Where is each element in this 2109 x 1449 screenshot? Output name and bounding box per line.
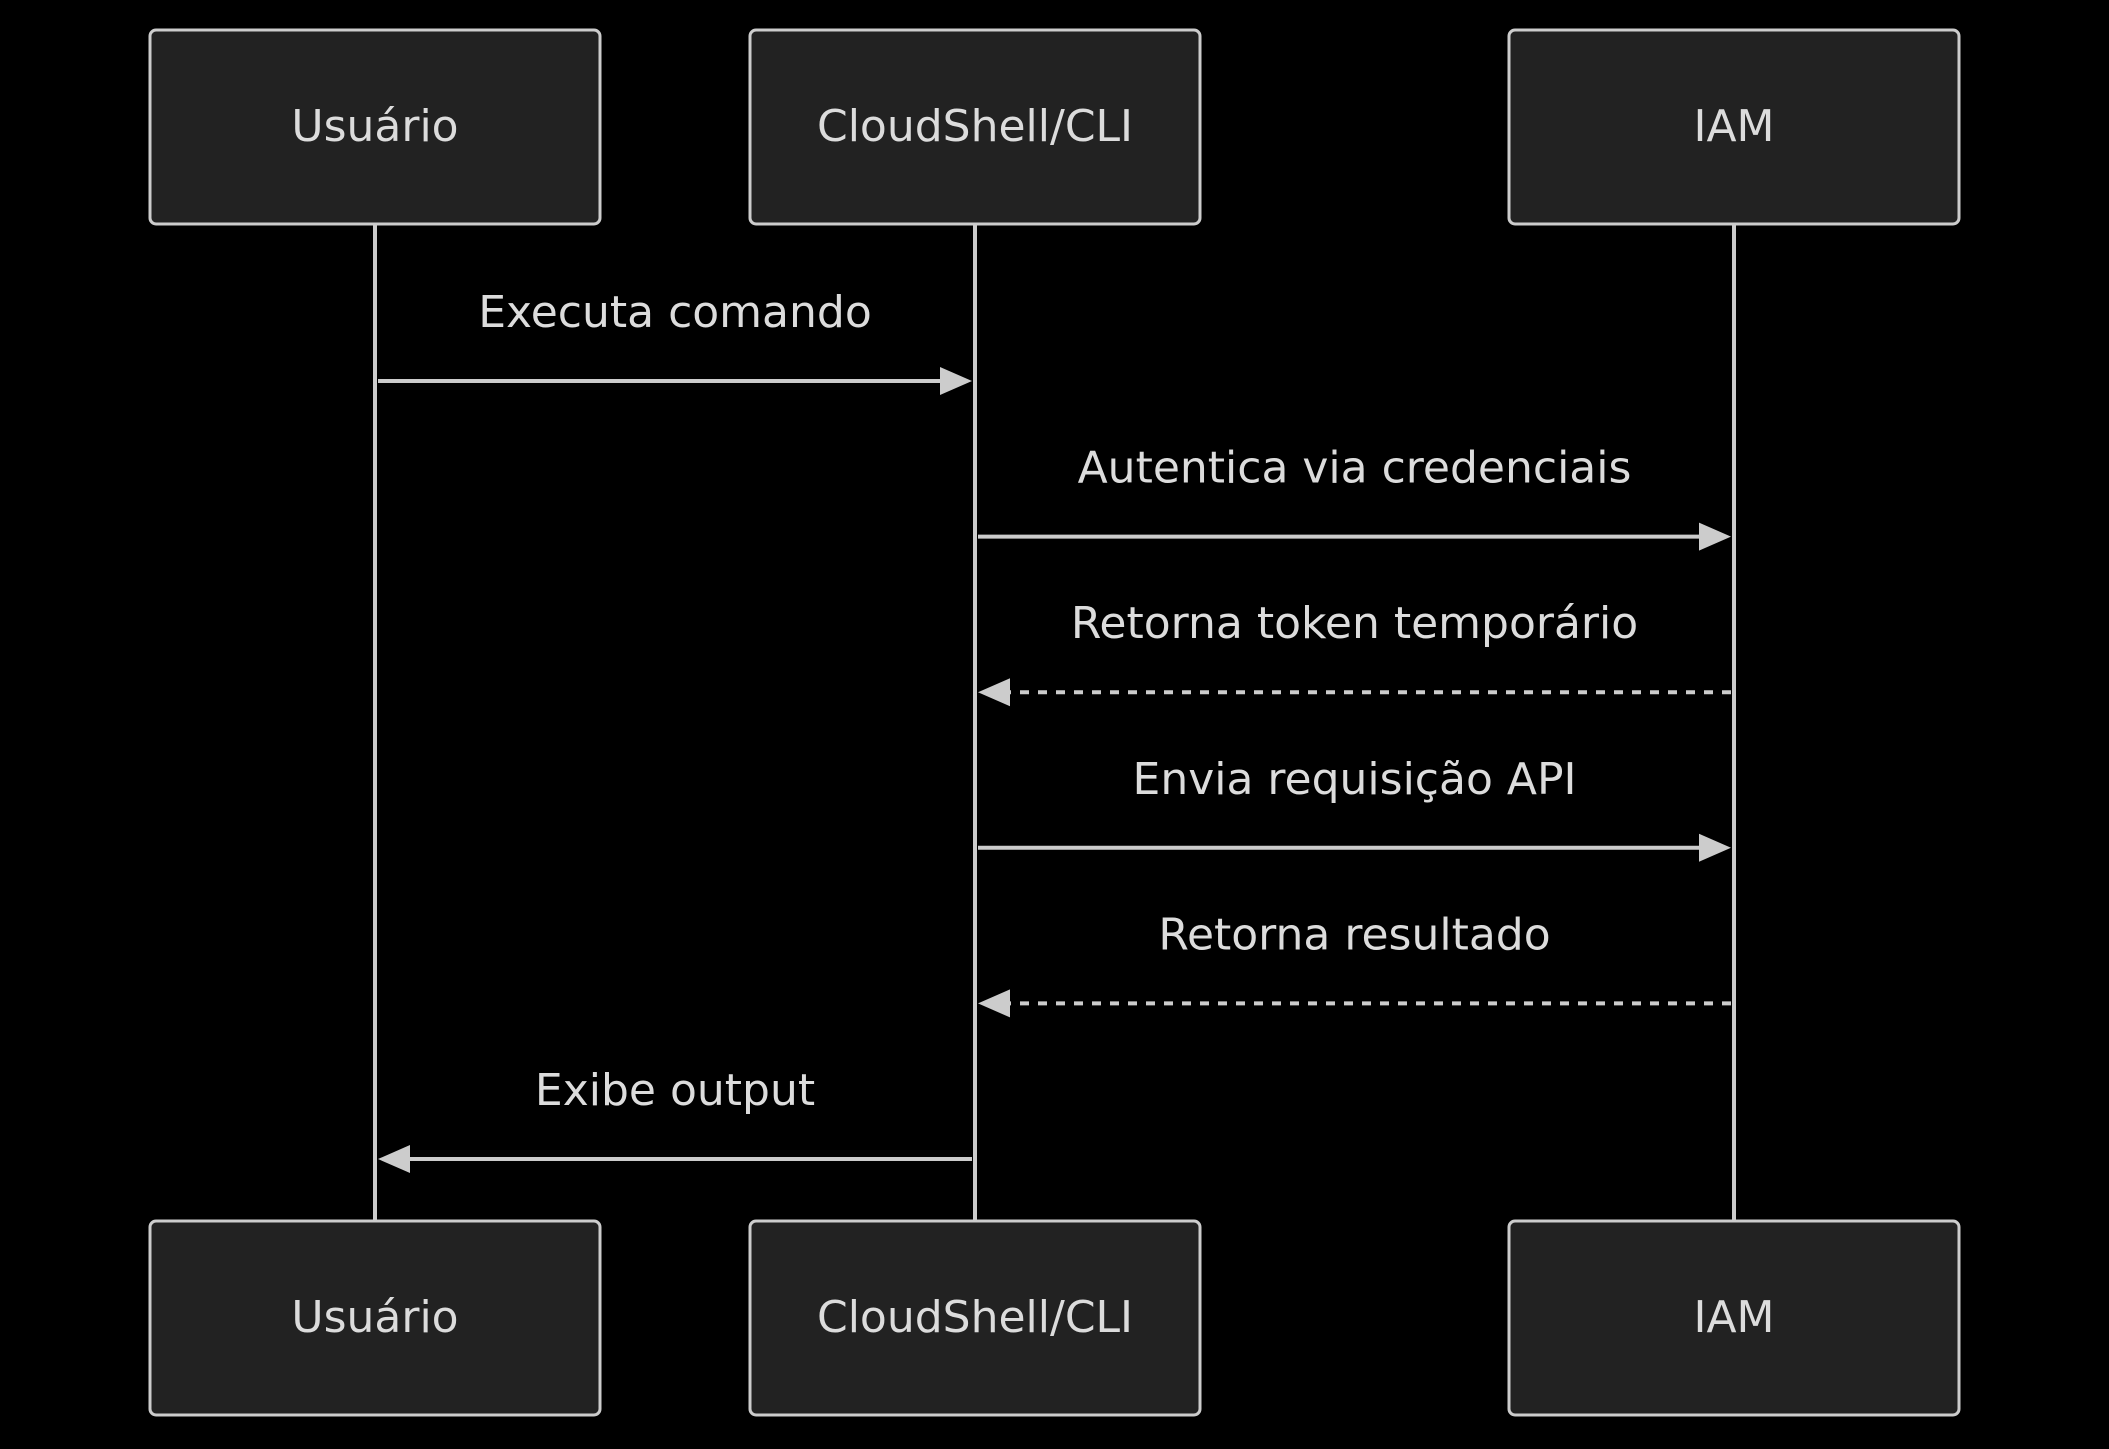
lifelines: [373, 224, 1736, 1221]
actor-box-cli-bottom: CloudShell/CLI: [748, 1219, 1202, 1417]
actor-rect: [148, 28, 602, 226]
message-label: Executa comando: [478, 287, 872, 338]
actor-rect: [1507, 1219, 1961, 1417]
arrowhead-icon: [978, 678, 1010, 707]
actor-box-user-bottom: Usuário: [148, 1219, 602, 1417]
actor-box-iam-top: IAM: [1507, 28, 1961, 226]
actor-rect: [748, 28, 1202, 226]
actor-label: IAM: [1693, 1292, 1774, 1343]
actor-rect: [148, 1219, 602, 1417]
actor-rect: [748, 1219, 1202, 1417]
actor-box-user-top: Usuário: [148, 28, 602, 226]
message-label: Retorna resultado: [1158, 909, 1550, 960]
arrowhead-icon: [378, 1145, 410, 1173]
message-label: Autentica via credenciais: [1078, 443, 1632, 494]
actor-label: IAM: [1693, 101, 1774, 152]
actor-label: Usuário: [291, 101, 458, 152]
arrowhead-icon: [940, 367, 972, 395]
message-3: Retorna token temporário: [978, 598, 1731, 707]
arrowhead-icon: [1699, 833, 1731, 862]
actor-label: Usuário: [291, 1292, 458, 1343]
actor-box-iam-bottom: IAM: [1507, 1219, 1961, 1417]
message-label: Exibe output: [535, 1065, 815, 1116]
message-label: Retorna token temporário: [1071, 598, 1638, 649]
actor-rect: [1507, 28, 1961, 226]
actor-box-cli-top: CloudShell/CLI: [748, 28, 1202, 226]
message-1: Executa comando: [378, 287, 972, 395]
arrowhead-icon: [978, 989, 1010, 1018]
arrowhead-icon: [1699, 522, 1731, 551]
actor-label: CloudShell/CLI: [817, 1292, 1133, 1343]
actor-label: CloudShell/CLI: [817, 101, 1133, 152]
message-label: Envia requisição API: [1133, 754, 1577, 805]
message-2: Autentica via credenciais: [978, 443, 1731, 551]
message-6: Exibe output: [378, 1065, 972, 1173]
message-4: Envia requisição API: [978, 754, 1731, 862]
message-5: Retorna resultado: [978, 909, 1731, 1018]
